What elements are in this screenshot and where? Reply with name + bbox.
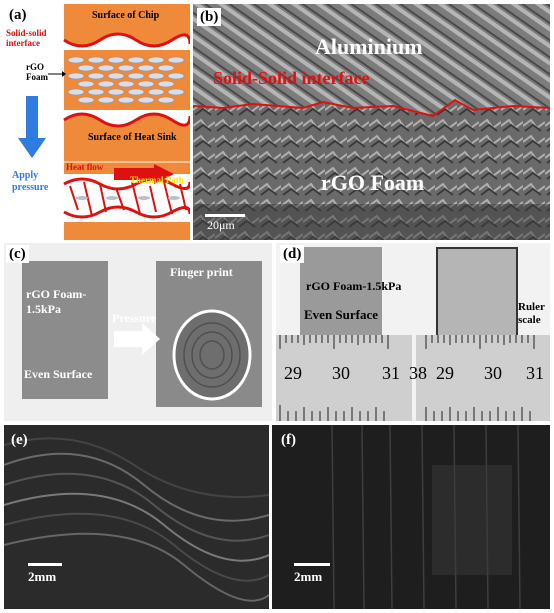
pressure-label: Pressure: [112, 311, 157, 325]
fingerprint-surface-texture: [272, 425, 550, 609]
thermal-path-label: Thermal Path: [130, 175, 184, 185]
panel-e-label: (e): [11, 432, 28, 448]
even-surface-label-c: Even Surface: [24, 367, 93, 381]
ruler-number: 8: [418, 363, 427, 383]
rgo-foam-label-b: rGO Foam: [321, 170, 425, 195]
panel-c-label: (c): [6, 245, 29, 263]
finger-print-label: Finger print: [170, 265, 233, 279]
rgo-foam-label-c: rGO Foam- 1.5kPa: [26, 287, 87, 316]
pressure-arrow-and-circle: [114, 309, 252, 401]
solid-solid-interface-label-b: Solid-Solid interface: [213, 68, 370, 88]
ruler-number: 31: [382, 363, 400, 383]
scale-bar-label: 20μm: [207, 218, 235, 232]
solid-solid-interface-label: Solid-solid interface: [6, 28, 47, 48]
scale-bar-e: [28, 563, 62, 566]
ruler-number: 31: [526, 363, 544, 383]
ruler-number: 29: [284, 363, 302, 383]
rgo-foam-label-d: rGO Foam-1.5kPa: [306, 279, 402, 293]
rgo-foam-label: rGO Foam: [26, 62, 48, 82]
surface-of-chip-label: Surface of Chip: [92, 10, 160, 21]
panel-e-micrograph: (e) 2mm: [4, 425, 269, 609]
ruler-number: 3: [409, 363, 418, 383]
surface-of-heat-sink-label: Surface of Heat Sink: [88, 132, 177, 143]
ruler-scale-label: Ruler scale: [518, 301, 545, 326]
scale-bar-f: [294, 563, 330, 566]
panel-f-label: (f): [281, 432, 296, 448]
scale-bar: [205, 214, 245, 217]
ruler-scale-sample: [436, 247, 518, 337]
panel-a-label: (a): [6, 6, 30, 24]
aluminium-label: Aluminium: [315, 34, 423, 59]
panel-b-label: (b): [197, 8, 222, 26]
even-surface-sample-d: [300, 247, 382, 335]
sem-micrograph: [193, 4, 550, 240]
scale-bar-label-f: 2mm: [294, 569, 323, 584]
heat-flow-label: Heat flow: [66, 162, 104, 172]
schematic-drawing: [18, 32, 190, 222]
even-surface-sample: [22, 261, 108, 399]
ruler-number: 29: [436, 363, 454, 383]
apply-pressure-label: Apply pressure: [12, 170, 49, 193]
even-surface-texture: [4, 425, 269, 609]
panel-b-sem-image: (b) Aluminium Solid-Solid interface rGO …: [193, 4, 550, 240]
ruler-number: 30: [332, 363, 350, 383]
panel-c-photo: (c) rGO Foam- 1.5kPa Even Surface Pressu…: [4, 243, 272, 421]
panel-d-label: (d): [280, 245, 305, 263]
panel-d-photo: (d) rGO Foam-1.5kPa Even Surface Ruler s…: [276, 243, 550, 421]
panel-a-schematic: (a) Surface of Chip Solid-solid interfac…: [4, 4, 190, 240]
ruler-number: 30: [484, 363, 502, 383]
even-surface-label-d: Even Surface: [304, 307, 379, 322]
ruler: [276, 335, 550, 421]
panel-f-micrograph: (f) 2mm: [272, 425, 550, 609]
scale-bar-label-e: 2mm: [28, 569, 57, 584]
